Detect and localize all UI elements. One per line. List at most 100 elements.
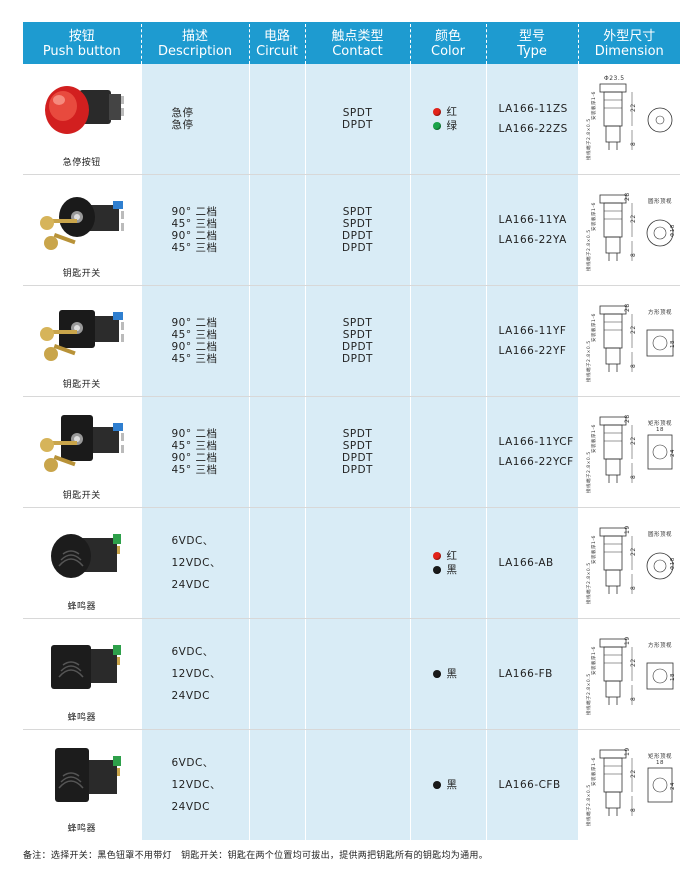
color-dot-icon xyxy=(432,781,441,789)
dim-side-label: 接线端子2.8×0.5 xyxy=(585,673,592,715)
product-name: 钥匙开关 xyxy=(62,269,101,279)
desc-line: 90° 二档 xyxy=(171,230,218,242)
dim-side-label-2: 安装板厚1-6 xyxy=(590,757,597,786)
color-cell: 红绿 xyxy=(409,64,486,175)
dim-pin: 8 xyxy=(630,364,637,368)
dim-side-label-2: 安装板厚1-6 xyxy=(590,202,597,231)
contact-line: DPDT xyxy=(342,119,373,131)
type-code: LA166-11YCF xyxy=(498,436,574,448)
desc-line: 45° 三档 xyxy=(171,353,218,365)
color-cell: 黑 xyxy=(409,618,486,730)
type-code: LA166-AB xyxy=(498,557,554,569)
color-item: 黑 xyxy=(432,563,486,577)
dim-length: 22 xyxy=(630,658,637,667)
contact-line: DPDT xyxy=(342,464,373,476)
desc-line: 90° 二档 xyxy=(171,341,218,353)
contact-line: SPDT xyxy=(342,428,373,440)
desc-line: 45° 三档 xyxy=(171,329,218,341)
desc-line: 12VDC、 xyxy=(171,779,221,791)
dim-top: 19 xyxy=(624,747,631,756)
dim-side-label: 接线端子2.8×0.5 xyxy=(585,784,592,826)
circuit-cell xyxy=(248,618,305,730)
dim-length: 22 xyxy=(630,214,637,223)
dim-top: Φ23.5 xyxy=(604,75,625,82)
color-cell: 红黑 xyxy=(409,507,486,619)
type-code: LA166-11YA xyxy=(498,214,567,226)
table-row: 蜂鸣器 6VDC、12VDC、24VDC 黑 LA166-CFB 接线端子2.8… xyxy=(23,729,680,840)
contact-line: DPDT xyxy=(342,341,373,353)
dimension-drawing-cell: 接线端子2.8×0.5 安装板厚1-6 22 8 28 圆形顶视 Φ18 xyxy=(578,174,680,286)
product-image-cell: 钥匙开关 xyxy=(23,174,141,286)
product-name: 蜂鸣器 xyxy=(67,713,96,723)
dim-length: 22 xyxy=(630,547,637,556)
description-cell: 6VDC、12VDC、24VDC xyxy=(140,507,249,619)
desc-line: 90° 二档 xyxy=(171,452,218,464)
color-dot-icon xyxy=(432,108,441,116)
view-label: 矩形顶视 xyxy=(648,752,672,760)
circuit-cell xyxy=(248,285,305,397)
view-dim: 18 xyxy=(670,673,676,681)
circuit-cell xyxy=(248,64,305,175)
circuit-cell xyxy=(248,396,305,508)
dim-side-label: 接线端子2.8×0.5 xyxy=(585,451,592,493)
desc-line: 24VDC xyxy=(171,579,210,591)
dimension-drawing-cell: 接线端子2.8×0.5 安装板厚1-6 22 8 19 矩形顶视 18 24 xyxy=(578,729,680,840)
dim-top: 28 xyxy=(624,192,631,201)
color-cell xyxy=(409,174,486,286)
type-code: LA166-22YCF xyxy=(498,456,574,468)
type-code: LA166-22ZS xyxy=(498,123,568,135)
dim-length: 22 xyxy=(630,103,637,112)
desc-line: 45° 三档 xyxy=(171,464,218,476)
product-name: 蜂鸣器 xyxy=(67,824,96,834)
product-image-cell: 蜂鸣器 xyxy=(23,618,141,730)
color-dot-icon xyxy=(432,552,441,560)
dim-top: 28 xyxy=(624,303,631,312)
view-dim-2: 24 xyxy=(670,782,676,790)
description-cell: 急停急停 xyxy=(140,64,249,175)
contact-line: SPDT xyxy=(342,317,373,329)
desc-line: 45° 三档 xyxy=(171,242,218,254)
color-dot-icon xyxy=(432,670,441,678)
contact-line: DPDT xyxy=(342,242,373,254)
dimension-drawing-cell: 接线端子2.8×0.5 安装板厚1-6 22 8 19 方形顶视 18 xyxy=(578,618,680,730)
type-cell: LA166-CFB xyxy=(485,729,578,840)
dimension-drawing-cell: 接线端子2.8×0.5 安装板厚1-6 22 8 28 方形顶视 18 xyxy=(578,285,680,397)
product-image-cell: 钥匙开关 xyxy=(23,285,141,397)
dim-side-label: 接线端子2.8×0.5 xyxy=(585,118,592,160)
product-name: 钥匙开关 xyxy=(62,380,101,390)
color-item: 绿 xyxy=(432,119,486,133)
dim-side-label: 接线端子2.8×0.5 xyxy=(585,229,592,271)
circuit-cell xyxy=(248,507,305,619)
dim-length: 22 xyxy=(630,436,637,445)
type-cell: LA166-FB xyxy=(485,618,578,730)
desc-line: 6VDC、 xyxy=(171,535,214,547)
dim-length: 22 xyxy=(630,769,637,778)
dimension-drawing-cell: 接线端子2.8×0.5 安装板厚1-6 22 8 28 矩形顶视 18 24 xyxy=(578,396,680,508)
contact-line: SPDT xyxy=(342,218,373,230)
color-dot-icon xyxy=(432,122,441,130)
color-item: 黑 xyxy=(432,778,486,792)
color-dot-icon xyxy=(432,566,441,574)
type-cell: LA166-11YCF LA166-22YCF xyxy=(485,396,578,508)
product-image-cell: 急停按钮 xyxy=(23,64,141,175)
contact-line: SPDT xyxy=(342,107,373,119)
contact-line: SPDT xyxy=(342,206,373,218)
dim-top: 19 xyxy=(624,636,631,645)
product-name: 钥匙开关 xyxy=(62,491,101,501)
